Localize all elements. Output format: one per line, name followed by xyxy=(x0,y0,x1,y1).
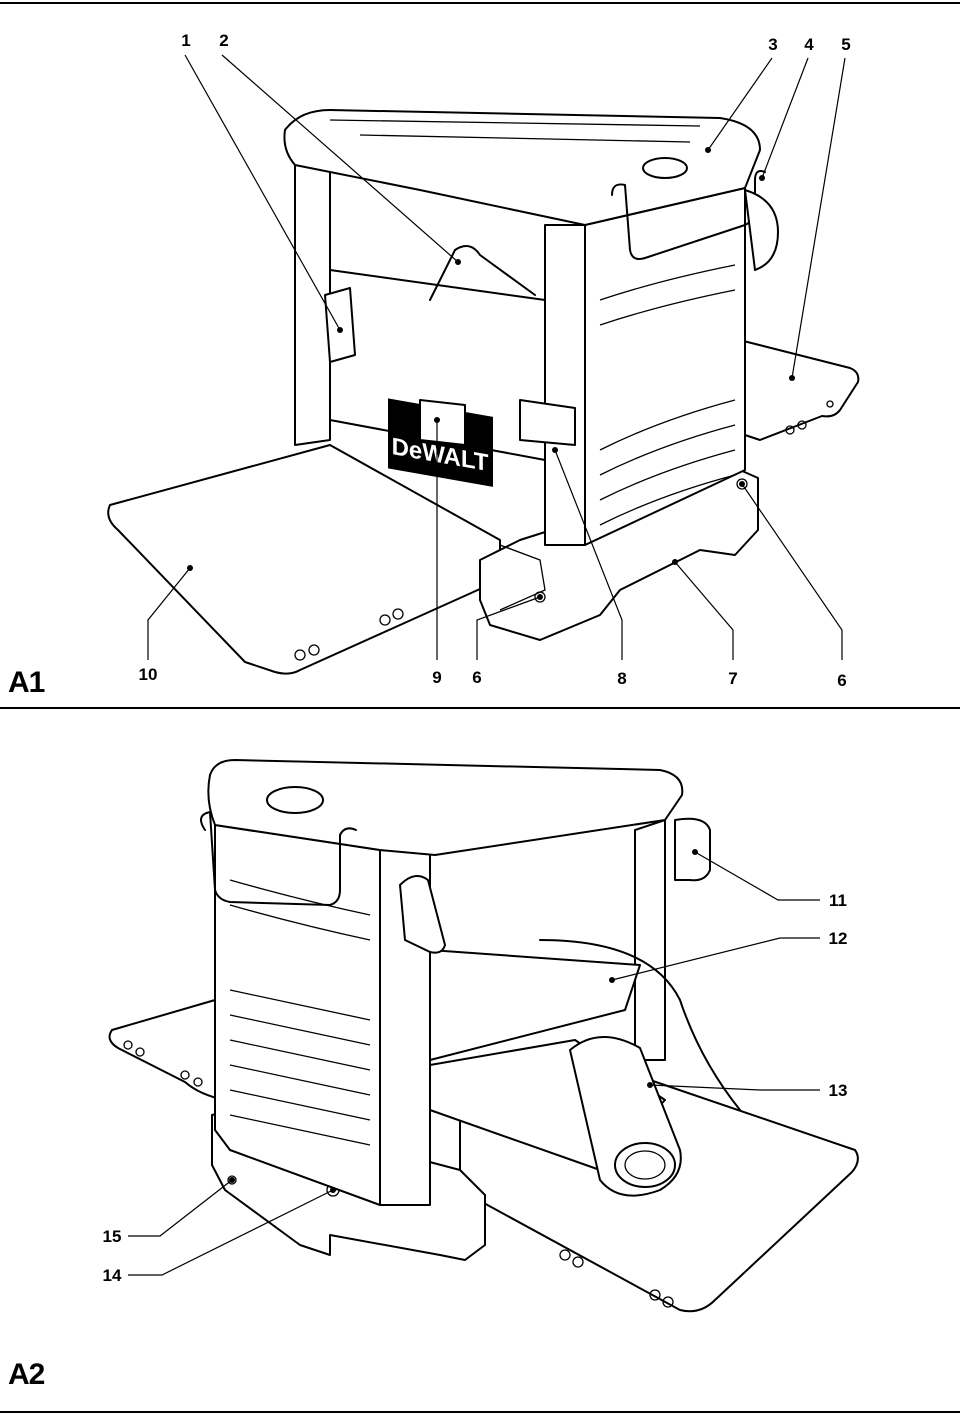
power-cord-a2 xyxy=(539,939,741,1111)
top-plate xyxy=(283,109,761,226)
dust-adapter-a2 xyxy=(569,1036,682,1197)
extension-table-right-a2 xyxy=(459,1079,859,1313)
planer-body-side-a2 xyxy=(214,824,381,1206)
top-rule xyxy=(0,2,960,4)
planer-base-a2 xyxy=(211,1109,486,1261)
callout-9: 9 xyxy=(432,668,442,687)
callout-13: 13 xyxy=(828,1081,848,1100)
cutterhead-lock xyxy=(519,399,576,446)
callout-5: 5 xyxy=(841,35,851,54)
callout-11: 11 xyxy=(829,891,847,910)
callout-8: 8 xyxy=(617,669,627,688)
callout-4: 4 xyxy=(804,35,814,54)
figure-a1-drawing: DeWALT xyxy=(107,54,860,675)
figure-label-a2: A2 xyxy=(8,1358,45,1391)
front-column-a2 xyxy=(379,849,431,1206)
figure-label-a1: A1 xyxy=(8,666,45,699)
rear-column-a2 xyxy=(634,819,666,1061)
cutter-head xyxy=(329,269,546,461)
carry-handle-right xyxy=(611,170,766,260)
callout-6-right: 6 xyxy=(837,671,847,690)
callout-2: 2 xyxy=(219,31,229,50)
callout-12: 12 xyxy=(828,929,848,948)
top-plate-a2 xyxy=(207,759,684,856)
bottom-rule xyxy=(0,1411,960,1413)
extension-table-left-a2 xyxy=(108,999,431,1141)
carriage-handle xyxy=(429,245,536,301)
callout-1: 1 xyxy=(181,31,191,50)
carriage-a2 xyxy=(429,949,641,1061)
cord-wrap-a2 xyxy=(674,817,711,882)
power-switch xyxy=(419,399,466,446)
callout-6-left: 6 xyxy=(472,668,482,687)
callout-10: 10 xyxy=(138,665,158,684)
callout-15: 15 xyxy=(102,1227,122,1246)
callout-14: 14 xyxy=(102,1266,122,1285)
depth-lever-a2 xyxy=(399,875,446,954)
extension-table-left xyxy=(107,444,501,675)
carry-handle-a2 xyxy=(200,811,357,906)
dust-chute-a2 xyxy=(429,1039,666,1171)
callout-7: 7 xyxy=(728,669,738,688)
callout-3: 3 xyxy=(768,35,778,54)
right-column xyxy=(544,224,586,546)
figure-divider xyxy=(0,707,960,709)
head-lock-lever xyxy=(324,287,356,363)
